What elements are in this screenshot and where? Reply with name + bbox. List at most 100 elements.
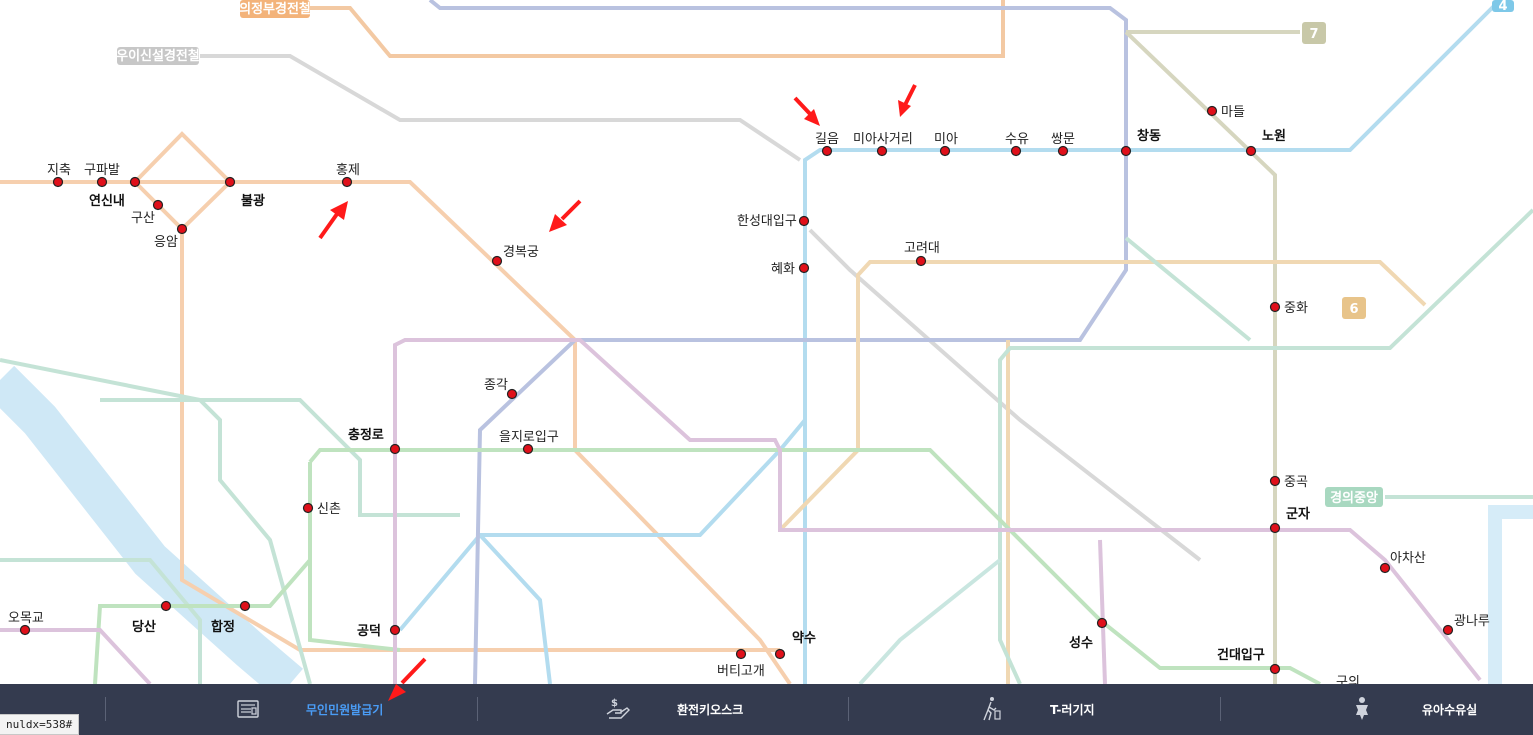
arrow-icon-hongje (318, 201, 348, 240)
label-seongsu: 성수 (1069, 636, 1093, 651)
nav-separator (105, 697, 106, 721)
label-yeonsinnae: 연신내 (89, 193, 125, 209)
station-chungjeongno[interactable] (389, 443, 401, 455)
station-seongsu[interactable] (1096, 617, 1108, 629)
station-gunja[interactable] (1269, 522, 1281, 534)
svg-text:경의중앙: 경의중앙 (1330, 490, 1378, 506)
station-gupabal[interactable] (96, 176, 108, 188)
station-beotigogae[interactable] (735, 648, 747, 660)
label-konkuk: 건대입구 (1217, 647, 1265, 663)
label-hapjeong: 합정 (211, 619, 235, 635)
station-ssangmun[interactable] (1057, 145, 1069, 157)
label-beotigogae: 버티고개 (717, 664, 765, 679)
svg-text:6: 6 (1349, 302, 1358, 317)
station-changdong[interactable] (1120, 145, 1132, 157)
label-gwangnaru: 광나루 (1454, 614, 1490, 629)
station-yaksu[interactable] (774, 648, 786, 660)
label-gunja: 군자 (1286, 507, 1310, 522)
line-6 (778, 260, 1427, 684)
line-badge-4[interactable]: 4 (1492, 0, 1514, 14)
line-uijeongbu (310, 0, 1005, 58)
line-3 (0, 131, 792, 684)
line-badge-7[interactable]: 7 (1302, 22, 1326, 44)
station-junggok[interactable] (1269, 475, 1281, 487)
station-hyehwa[interactable] (798, 262, 810, 274)
nav-item-baby-nursing[interactable]: 유아수유실 (1350, 684, 1477, 735)
annotation-arrows (318, 84, 917, 684)
label-guui: 구의 (1336, 675, 1360, 684)
station-korea-univ[interactable] (915, 255, 927, 267)
station-madeul[interactable] (1206, 105, 1218, 117)
label-achasan: 아차산 (1390, 551, 1426, 566)
nav-item-currency-exchange[interactable]: $ 환전키오스크 (605, 684, 743, 735)
station-gireum[interactable] (821, 145, 833, 157)
station-konkuk[interactable] (1269, 663, 1281, 675)
station-dangsan[interactable] (160, 600, 172, 612)
label-junggok: 중곡 (1284, 475, 1308, 490)
nav-label-currency-exchange: 환전키오스크 (677, 703, 744, 717)
station-yeonsinnae[interactable] (129, 176, 141, 188)
station-eungam[interactable] (176, 223, 188, 235)
station-omokgyo[interactable] (19, 624, 31, 636)
label-jonggak: 종각 (484, 378, 508, 393)
line-badge-6[interactable]: 6 (1342, 297, 1366, 319)
station-gwangnaru[interactable] (1442, 624, 1454, 636)
nav-separator (477, 697, 478, 721)
luggage-traveler-icon (983, 697, 1001, 721)
subway-map[interactable]: 의정부경전철 우이신설경전철 7 4 6 경의중앙 (0, 0, 1533, 684)
label-hongje: 홍제 (336, 163, 360, 178)
station-gusan[interactable] (152, 199, 164, 211)
label-sinchon: 신촌 (317, 502, 341, 517)
label-omokgyo: 오목교 (8, 611, 44, 626)
station-junghwa[interactable] (1269, 301, 1281, 313)
line-1 (428, 0, 1128, 684)
station-nowon[interactable] (1245, 145, 1257, 157)
label-euljiro1: 을지로입구 (499, 430, 559, 445)
station-miasageori[interactable] (876, 145, 888, 157)
svg-text:의정부경전철: 의정부경전철 (239, 1, 311, 17)
label-gusan: 구산 (131, 211, 155, 226)
station-mia[interactable] (939, 145, 951, 157)
station-bulgwang[interactable] (224, 176, 236, 188)
nav-label-t-luggage: T-러기지 (1050, 703, 1095, 717)
label-nowon: 노원 (1262, 129, 1286, 144)
label-madeul: 마들 (1221, 105, 1245, 120)
line-badge-ui-sinseol[interactable]: 우이신설경전철 (116, 47, 200, 65)
label-yaksu: 약수 (792, 630, 816, 646)
nav-label-baby-nursing: 유아수유실 (1422, 703, 1478, 717)
line-7 (1124, 30, 1300, 684)
station-euljiro1[interactable] (522, 443, 534, 455)
nav-item-t-luggage[interactable]: T-러기지 (978, 684, 1095, 735)
label-changdong: 창동 (1137, 128, 1161, 144)
line-badge-gyeongui[interactable]: 경의중앙 (1325, 487, 1383, 507)
currency-exchange-icon: $ (606, 698, 630, 719)
station-sinchon[interactable] (302, 502, 314, 514)
nav-label-kiosk: 무인민원발급기 (306, 703, 384, 717)
label-gireum: 길음 (815, 132, 839, 147)
line-5 (0, 338, 1482, 684)
svg-text:4: 4 (1498, 0, 1507, 14)
svg-text:우이신설경전철: 우이신설경전철 (116, 48, 200, 64)
station-hongje[interactable] (341, 176, 353, 188)
station-jichuk[interactable] (52, 176, 64, 188)
station-hapjeong[interactable] (239, 600, 251, 612)
nav-separator (848, 697, 849, 721)
line-badge-uijeongbu[interactable]: 의정부경전철 (239, 0, 311, 18)
station-jonggak[interactable] (506, 388, 518, 400)
nav-separator (1220, 697, 1221, 721)
arrow-icon-gireum (793, 96, 820, 126)
label-junghwa: 중화 (1284, 301, 1308, 316)
station-gyeongbokgung[interactable] (491, 255, 503, 267)
kiosk-icon (237, 700, 259, 718)
label-suyu: 수유 (1005, 132, 1029, 147)
station-hansung[interactable] (798, 215, 810, 227)
baby-nursing-icon (1356, 697, 1368, 720)
station-gongdeok[interactable] (389, 624, 401, 636)
arrow-icon-kiosk (400, 657, 427, 684)
label-dangsan: 당산 (132, 619, 156, 635)
nav-item-kiosk[interactable]: 무인민원발급기 (236, 684, 383, 735)
label-mia: 미아 (934, 132, 958, 147)
label-chungjeongno: 충정로 (348, 427, 384, 443)
station-suyu[interactable] (1010, 145, 1022, 157)
station-achasan[interactable] (1379, 562, 1391, 574)
